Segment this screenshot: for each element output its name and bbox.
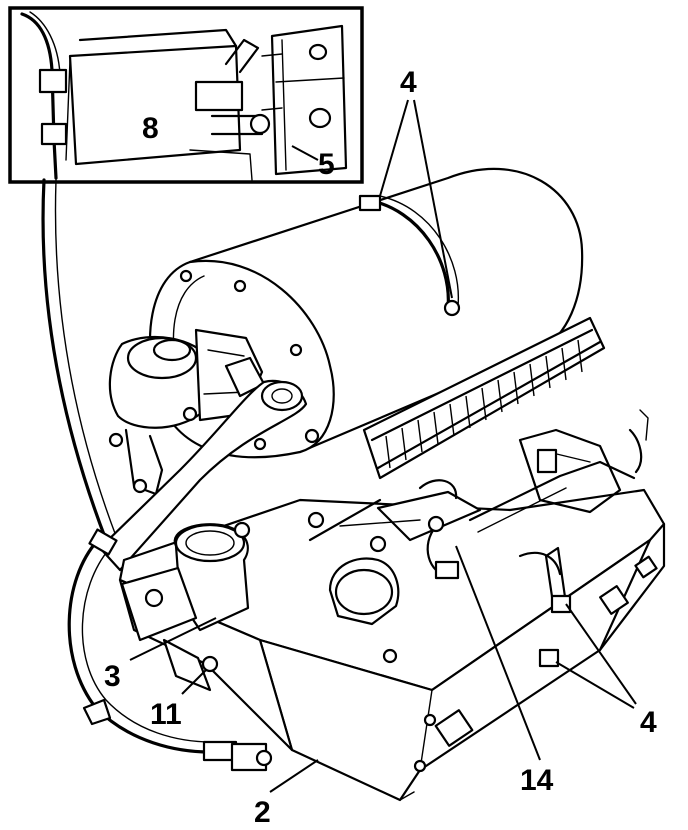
lower-harness bbox=[67, 528, 273, 772]
label-4-right: 4 bbox=[640, 706, 657, 739]
label-4-top: 4 bbox=[400, 66, 417, 99]
inset-detail: 8 5 bbox=[8, 6, 364, 184]
label-8: 8 bbox=[142, 112, 159, 145]
label-11: 11 bbox=[150, 698, 182, 731]
control-linkage bbox=[307, 409, 649, 580]
label-3: 3 bbox=[104, 660, 121, 693]
air-intake-grille bbox=[362, 316, 606, 480]
wiring-harness-cable bbox=[41, 178, 108, 542]
heater-box bbox=[118, 488, 666, 802]
label-5: 5 bbox=[318, 148, 335, 181]
callouts: 4 3 11 14 4 2 bbox=[104, 66, 657, 829]
label-2: 2 bbox=[254, 796, 271, 829]
label-14: 14 bbox=[520, 764, 554, 797]
